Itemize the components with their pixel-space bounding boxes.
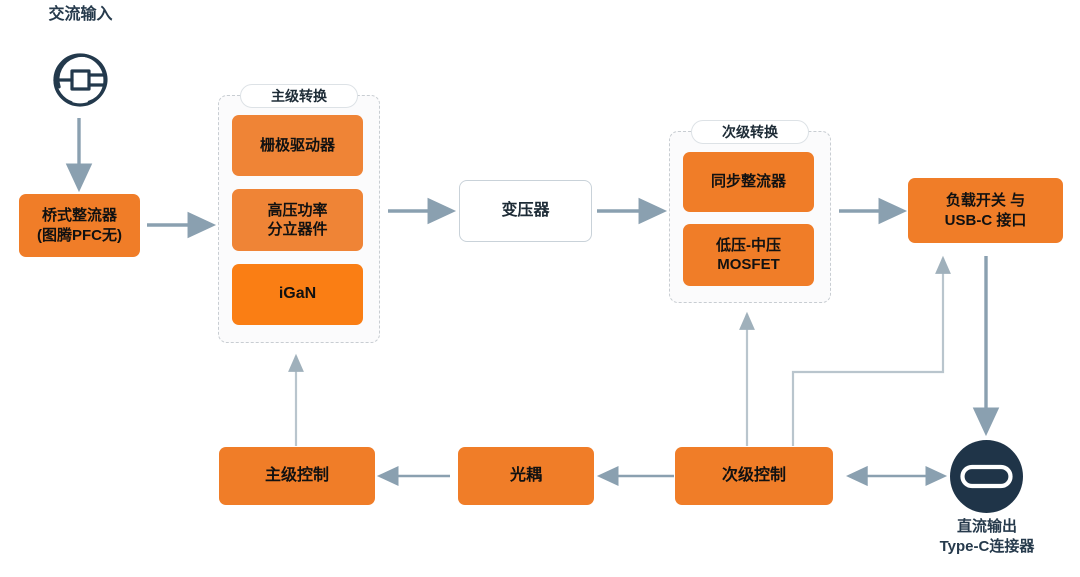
node-bridge-rectifier[interactable]: 桥式整流器 (图腾PFC无) (19, 194, 140, 257)
group-primary-conversion-label: 主级转换 (240, 84, 358, 108)
usb-c-connector-icon[interactable] (950, 440, 1023, 513)
node-igan[interactable]: iGaN (232, 264, 363, 325)
node-load-switch-usbc[interactable]: 负载开关 与 USB-C 接口 (908, 178, 1063, 243)
ac-input-label: 交流输入 (48, 6, 113, 23)
node-sync-rectifier[interactable]: 同步整流器 (683, 152, 814, 212)
group-secondary-conversion-label: 次级转换 (691, 120, 809, 144)
node-transformer[interactable]: 变压器 (459, 180, 592, 242)
ac-plug-icon (36, 42, 124, 118)
node-lv-mv-mosfet[interactable]: 低压-中压 MOSFET (683, 224, 814, 286)
dc-output-label: 直流输出 Type-C连接器 (939, 518, 1035, 556)
node-secondary-control[interactable]: 次级控制 (675, 447, 833, 505)
node-optocoupler[interactable]: 光耦 (458, 447, 594, 505)
node-primary-control[interactable]: 主级控制 (219, 447, 375, 505)
node-hv-power-discrete[interactable]: 高压功率 分立器件 (232, 189, 363, 251)
node-gate-driver[interactable]: 栅极驱动器 (232, 115, 363, 176)
